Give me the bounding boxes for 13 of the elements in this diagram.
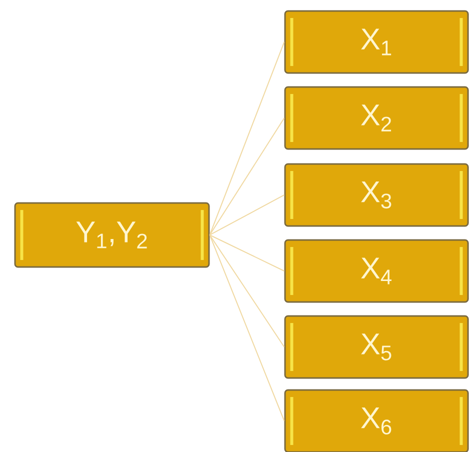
label-box: X$_{5}$ bbox=[284, 315, 469, 379]
connector-line bbox=[209, 118, 285, 236]
label-box: X$_{4}$ bbox=[284, 239, 469, 303]
connector-line bbox=[209, 194, 285, 236]
connector-line bbox=[209, 234, 285, 348]
label-box: X$_{6}$ bbox=[284, 389, 469, 452]
connector-line bbox=[209, 234, 285, 422]
label-box: Y$_{1}$,Y$_{2}$ bbox=[14, 202, 210, 268]
label-box: X$_{1}$ bbox=[284, 10, 469, 74]
label-box: X$_{3}$ bbox=[284, 163, 469, 227]
connector-line bbox=[209, 234, 285, 272]
connector-line bbox=[209, 42, 285, 236]
label-box: X$_{2}$ bbox=[284, 86, 469, 150]
